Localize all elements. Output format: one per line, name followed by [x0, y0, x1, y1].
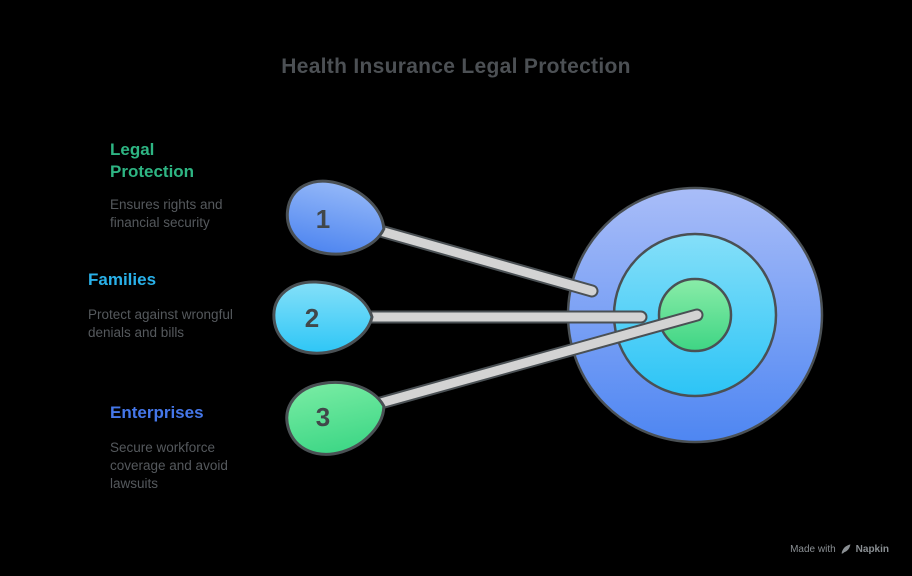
- item-2-heading: Families: [88, 270, 157, 289]
- arrow-3: [372, 310, 702, 409]
- napkin-quill-icon: [841, 544, 851, 554]
- blob-3: [285, 381, 386, 456]
- blob-1: [285, 179, 386, 256]
- blob-numbers: 1 2 3: [305, 204, 330, 432]
- page-title: Health Insurance Legal Protection: [281, 55, 631, 78]
- arrow-1: [372, 225, 597, 296]
- blob-1-number: 1: [316, 204, 330, 234]
- connector-arrows: [362, 223, 704, 411]
- napkin-brand-label: Napkin: [855, 543, 889, 555]
- blob-2-number: 2: [305, 303, 319, 333]
- item-3-description: Secure workforce coverage and avoid laws…: [110, 440, 228, 491]
- blob-2: [272, 280, 374, 355]
- made-with-label: Made with: [790, 543, 836, 555]
- item-2-description: Protect against wrongful denials and bil…: [88, 307, 233, 340]
- made-with-napkin-credit: Made with Napkin: [790, 543, 889, 555]
- blob-3-number: 3: [316, 402, 330, 432]
- item-3-heading: Enterprises: [110, 403, 204, 422]
- item-1-heading: Legal Protection: [110, 140, 195, 181]
- numbered-blobs: [272, 179, 386, 456]
- item-1-description: Ensures rights and financial security: [110, 197, 223, 230]
